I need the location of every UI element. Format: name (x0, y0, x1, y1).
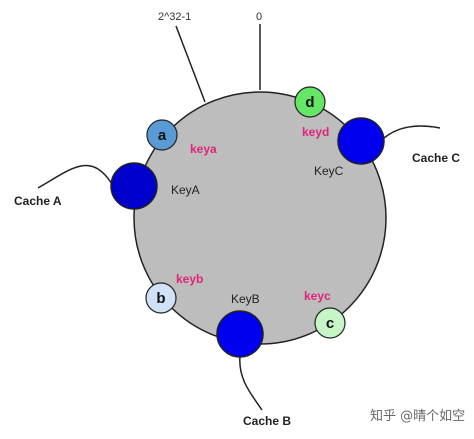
key-label-a: keya (190, 142, 217, 156)
data-node-a (146, 119, 178, 151)
ring-max-label: 2^32-1 (158, 11, 191, 23)
cache-node-c (337, 117, 385, 165)
ring-zero-label: 0 (256, 11, 262, 23)
cache-c-connector (383, 125, 441, 139)
cache-key-label-b: KeyB (231, 292, 260, 306)
cache-key-label-c: KeyC (314, 164, 344, 178)
data-node-c-letter: c (326, 315, 334, 332)
watermark: 知乎 @晴个如空 (370, 408, 465, 424)
data-node-b (145, 282, 177, 314)
max-marker-line (175, 25, 206, 103)
data-node-c (314, 307, 346, 339)
data-node-a-letter: a (158, 127, 167, 144)
key-label-b: keyb (176, 272, 203, 286)
cache-node-b (216, 310, 264, 358)
data-node-b-letter: b (156, 290, 165, 307)
cache-key-label-a: KeyA (171, 183, 200, 197)
key-label-c: keyc (304, 289, 331, 303)
cache-name-b: Cache B (243, 414, 291, 428)
cache-node-a (110, 162, 158, 210)
cache-name-c: Cache C (412, 151, 460, 165)
data-node-d (294, 86, 326, 118)
cache-name-a: Cache A (14, 194, 62, 208)
data-node-d-letter: d (305, 94, 314, 111)
key-label-d: keyd (302, 125, 329, 139)
cache-a-connector (37, 164, 113, 189)
cache-b-connector (239, 355, 263, 411)
